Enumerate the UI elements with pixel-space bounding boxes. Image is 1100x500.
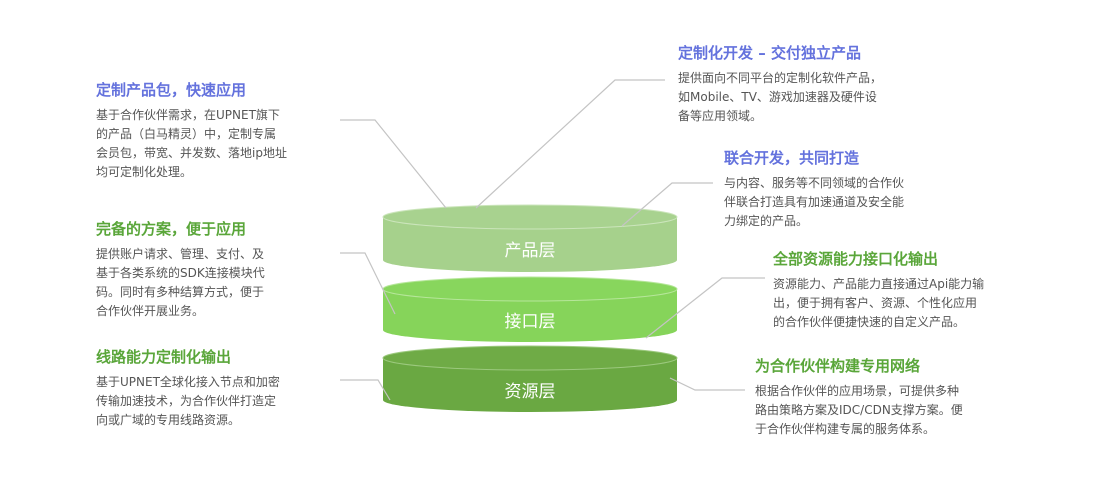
joint-dev-block: 联合开发，共同打造 与内容、服务等不同领域的合作伙伴联合打造具有加速通道及安全能… — [724, 148, 904, 231]
block-title: 定制产品包，快速应用 — [96, 81, 247, 99]
layer-label-product: 产品层 — [504, 241, 556, 261]
layer-interface-cylinder — [382, 276, 678, 342]
block-title: 全部资源能力接口化输出 — [773, 250, 939, 268]
layer-resource-cylinder — [382, 345, 678, 412]
complete-solution-block: 完备的方案，便于应用 提供账户请求、管理、支付、及基于各类系统的SDK连接模块代… — [96, 219, 265, 321]
layer-label-resource: 资源层 — [504, 382, 556, 402]
block-text: 的合作伙伴便捷快速的自定义产品。 — [773, 315, 966, 329]
connector-lines — [340, 79, 765, 401]
block-text: 与内容、服务等不同领域的合作伙 — [724, 176, 905, 190]
block-title: 线路能力定制化输出 — [96, 348, 232, 366]
block-text: 根据合作伙伴的应用场景，可提供多种 — [755, 384, 960, 398]
api-output-block: 全部资源能力接口化输出 资源能力、产品能力直接通过Api能力输出，便于拥有客户、… — [773, 249, 984, 332]
block-text: 力绑定的产品。 — [724, 214, 809, 228]
custom-package-block: 定制产品包，快速应用 基于合作伙伴需求，在UPNET旗下的产品（白马精灵）中，定… — [96, 80, 287, 182]
block-text: 码。同时有多种结算方式，便于 — [96, 285, 265, 299]
block-text: 合作伙伴开展业务。 — [96, 304, 205, 318]
block-text: 路由策略方案及IDC/CDN支撑方案。便 — [755, 403, 963, 417]
block-text: 如Mobile、TV、游戏加速器及硬件设 — [678, 90, 877, 104]
block-text: 基于各类系统的SDK连接模块代 — [96, 266, 265, 280]
block-text: 提供面向不同平台的定制化软件产品， — [678, 71, 883, 85]
block-text: 传输加速技术，为合作伙伴打造定 — [96, 394, 277, 408]
block-text: 于合作伙伴构建专属的服务体系。 — [755, 422, 936, 436]
block-text: 基于合作伙伴需求，在UPNET旗下 — [96, 108, 280, 122]
block-text: 资源能力、产品能力直接通过Api能力输 — [773, 277, 985, 291]
block-title: 完备的方案，便于应用 — [96, 220, 247, 238]
block-title: 为合作伙伴构建专用网络 — [755, 357, 921, 375]
custom-dev-block: 定制化开发 – 交付独立产品 提供面向不同平台的定制化软件产品， 如Mobile、… — [678, 43, 882, 126]
block-text: 出，便于拥有客户、资源、个性化应用 — [773, 296, 978, 310]
block-text: 基于UPNET全球化接入节点和加密 — [96, 375, 280, 389]
block-text: 伴联合打造具有加速通道及安全能 — [724, 195, 905, 209]
block-text: 均可定制化处理。 — [96, 165, 193, 179]
block-title: 联合开发，共同打造 — [724, 149, 860, 167]
layer-label-interface: 接口层 — [504, 312, 556, 332]
block-title: 定制化开发 – 交付独立产品 — [678, 44, 861, 62]
private-network-block: 为合作伙伴构建专用网络 根据合作伙伴的应用场景，可提供多种路由策略方案及IDC/… — [755, 356, 963, 439]
block-text: 的产品（白马精灵）中，定制专属 — [96, 127, 277, 141]
layer-product-cylinder — [382, 204, 678, 272]
block-text: 备等应用领域。 — [678, 109, 763, 123]
block-text: 向或广域的专用线路资源。 — [96, 413, 241, 427]
block-text: 会员包，带宽、并发数、落地ip地址 — [96, 146, 287, 160]
block-text: 提供账户请求、管理、支付、及 — [96, 247, 265, 261]
line-capability-block: 线路能力定制化输出 基于UPNET全球化接入节点和加密传输加速技术，为合作伙伴打… — [96, 347, 280, 430]
